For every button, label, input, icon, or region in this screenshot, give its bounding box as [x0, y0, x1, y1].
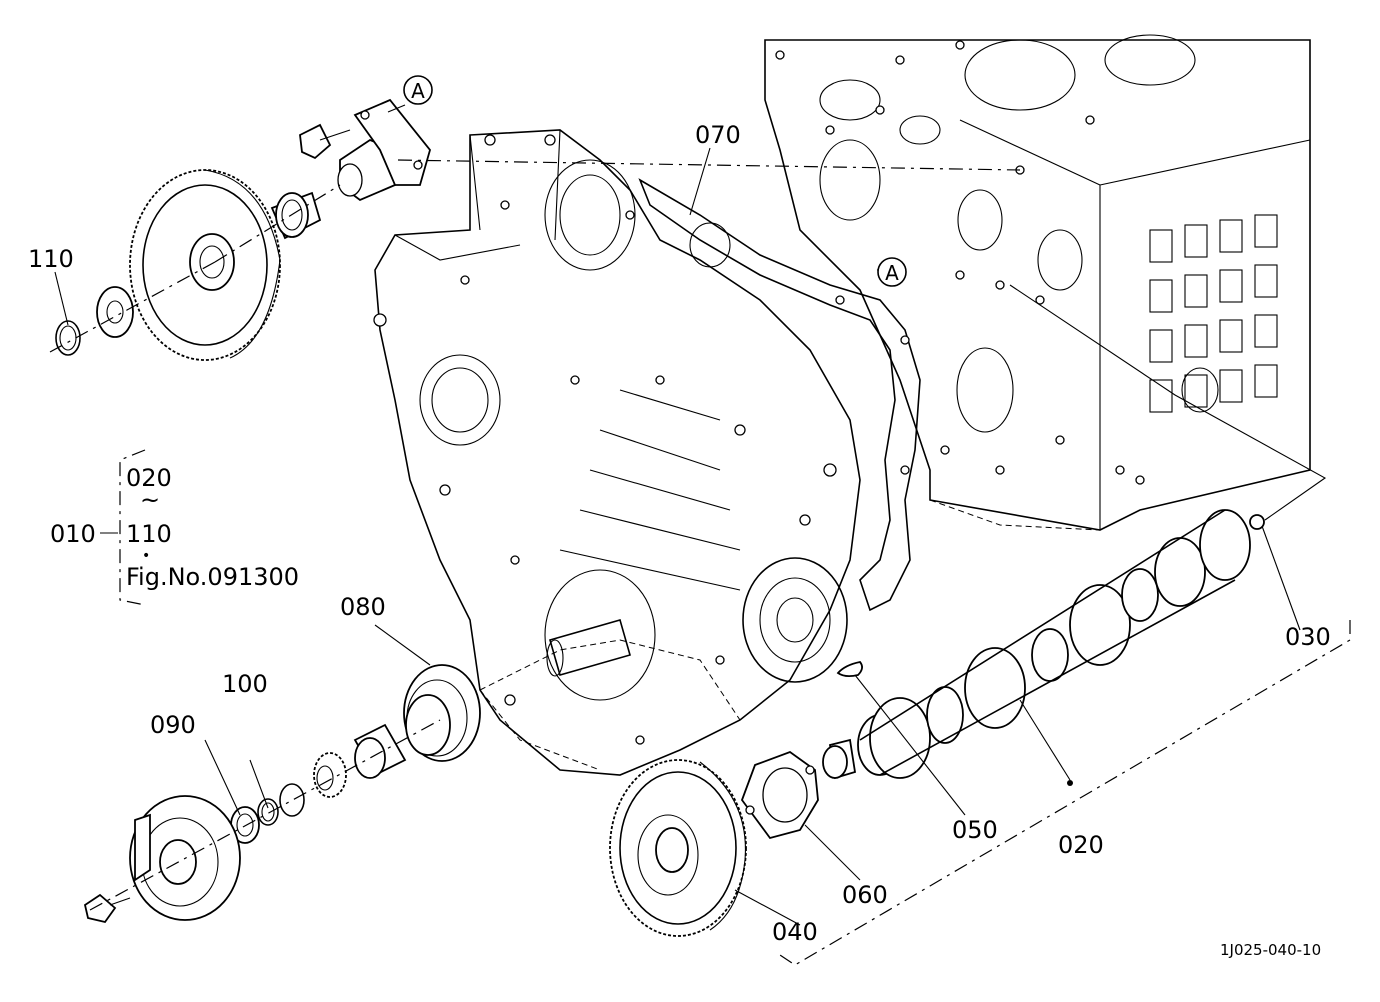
front-cover-gasket: [638, 178, 921, 612]
assembly-range-sep: ~: [140, 486, 160, 514]
idler-gear-assembly: [49, 98, 1021, 361]
camshaft-gear: [609, 759, 801, 937]
assembly-parent: 010: [50, 520, 96, 548]
camshaft-group-boundary: [779, 620, 1351, 966]
label-110: 110: [28, 245, 74, 273]
crankshaft-gear-assembly: [83, 719, 441, 924]
assembly-range-start: 020: [126, 464, 172, 492]
camshaft-thrust-plate: [740, 750, 861, 881]
assembly-bracket: [119, 449, 146, 606]
label-100: 100: [222, 670, 268, 698]
assembly-fig-ref: Fig.No.091300: [126, 563, 299, 591]
label-050: 050: [952, 816, 998, 844]
assembly-dot: •: [142, 548, 150, 564]
crankshaft-oil-seal: [374, 624, 481, 762]
engine-block: [764, 34, 1311, 531]
callout-a-top-text: A: [411, 79, 425, 103]
callout-a-top: A: [403, 75, 433, 105]
callout-a-mid: A: [877, 257, 907, 287]
label-060: 060: [842, 881, 888, 909]
label-030: 030: [1285, 623, 1331, 651]
label-040: 040: [772, 918, 818, 946]
camshaft: [822, 509, 1301, 780]
assembly-range-end: 110: [126, 520, 172, 548]
label-080: 080: [340, 593, 386, 621]
label-070: 070: [695, 121, 741, 149]
label-090: 090: [150, 711, 196, 739]
woodruff-key: [836, 661, 966, 816]
camshaft-marker-dot: [1067, 780, 1073, 786]
callout-a-mid-text: A: [885, 261, 899, 285]
label-020: 020: [1058, 831, 1104, 859]
gear-case: [373, 129, 861, 776]
drawing-id: 1J025-040-10: [1220, 941, 1321, 959]
